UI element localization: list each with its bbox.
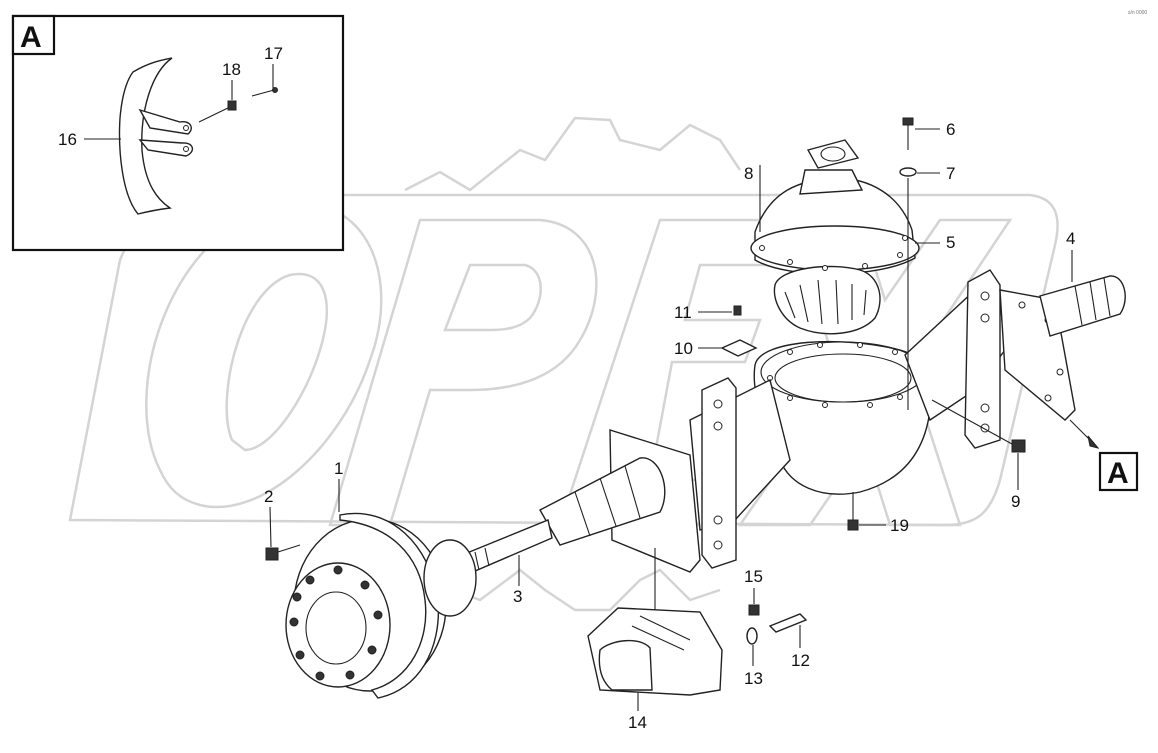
- left-spring-seat: [701, 377, 737, 569]
- half-shaft-part-3: [461, 519, 553, 575]
- callout-16: 16: [58, 130, 77, 149]
- ring-gear-teeth: [784, 279, 867, 325]
- detail-label: A: [20, 21, 42, 54]
- ring-gear: [773, 265, 881, 335]
- nut-part-2: [265, 547, 279, 561]
- callout-12: 12: [791, 651, 810, 670]
- washer-part-13: [746, 627, 758, 645]
- caliper-piston: [598, 640, 653, 691]
- bolt-part-17: [251, 89, 275, 97]
- drum-rim: [339, 512, 440, 699]
- detail-view-a: A 17 18 16: [11, 14, 345, 252]
- right-spring-seat: [964, 269, 1001, 449]
- bracket-hole-upper: [183, 125, 189, 131]
- plug-part-11: [733, 305, 742, 316]
- pinion-housing: [799, 169, 864, 195]
- callout-11: 11: [674, 303, 692, 322]
- callout-18: 18: [222, 60, 241, 79]
- pinion-yoke: [806, 139, 860, 169]
- hub-face: [285, 562, 391, 688]
- right-seat-holes: [980, 291, 990, 433]
- callout-6: 6: [946, 120, 955, 139]
- section-reference-box: [1098, 451, 1139, 492]
- bracket-upper: [138, 108, 192, 135]
- bolt-part-12: [768, 613, 808, 633]
- bleeder-part-15: [748, 604, 760, 616]
- hub-nose: [423, 539, 477, 617]
- axle-housing-bowl: [753, 340, 933, 495]
- spindle-part-4: [1039, 275, 1126, 337]
- callout-15: 15: [744, 567, 763, 586]
- carrier-flange-holes: [759, 235, 908, 271]
- left-spindle-tube: [539, 457, 666, 546]
- bracket-lower: [138, 139, 193, 157]
- mudguard-part-16: [118, 57, 173, 215]
- gasket-part-10: [720, 339, 758, 357]
- callout-10: 10: [674, 339, 693, 358]
- washer-part-7: [899, 167, 917, 177]
- callout-2: 2: [264, 487, 273, 506]
- axle-assembly: A: [265, 117, 1139, 699]
- callout-9: 9: [1011, 492, 1020, 511]
- breather-part-9: [1011, 439, 1026, 453]
- callout-1: 1: [334, 459, 343, 478]
- callout-3: 3: [513, 587, 522, 606]
- corner-mark: s/n 0000: [1128, 10, 1147, 16]
- callouts: 1 2 3 4 5 6 7 8 9 10 11 12 13 14 15 19: [264, 120, 1075, 732]
- callout-4: 4: [1066, 229, 1075, 248]
- detail-label-box: [11, 14, 56, 56]
- callout-13: 13: [744, 669, 763, 688]
- nut-part-18: [227, 100, 237, 111]
- callout-14: 14: [628, 713, 647, 732]
- bolt-head-6: [902, 117, 914, 126]
- drain-plug-part-19: [847, 519, 859, 531]
- bracket-hole-lower: [183, 146, 189, 152]
- callout-17: 17: [264, 44, 283, 63]
- section-reference-label: A: [1107, 457, 1129, 490]
- wheel-studs: [289, 565, 383, 681]
- left-seat-holes: [713, 399, 723, 550]
- callout-5: 5: [946, 233, 955, 252]
- carrier-flange: [750, 225, 920, 271]
- callout-8: 8: [744, 164, 753, 183]
- callout-7: 7: [946, 164, 955, 183]
- callout-19: 19: [890, 516, 909, 535]
